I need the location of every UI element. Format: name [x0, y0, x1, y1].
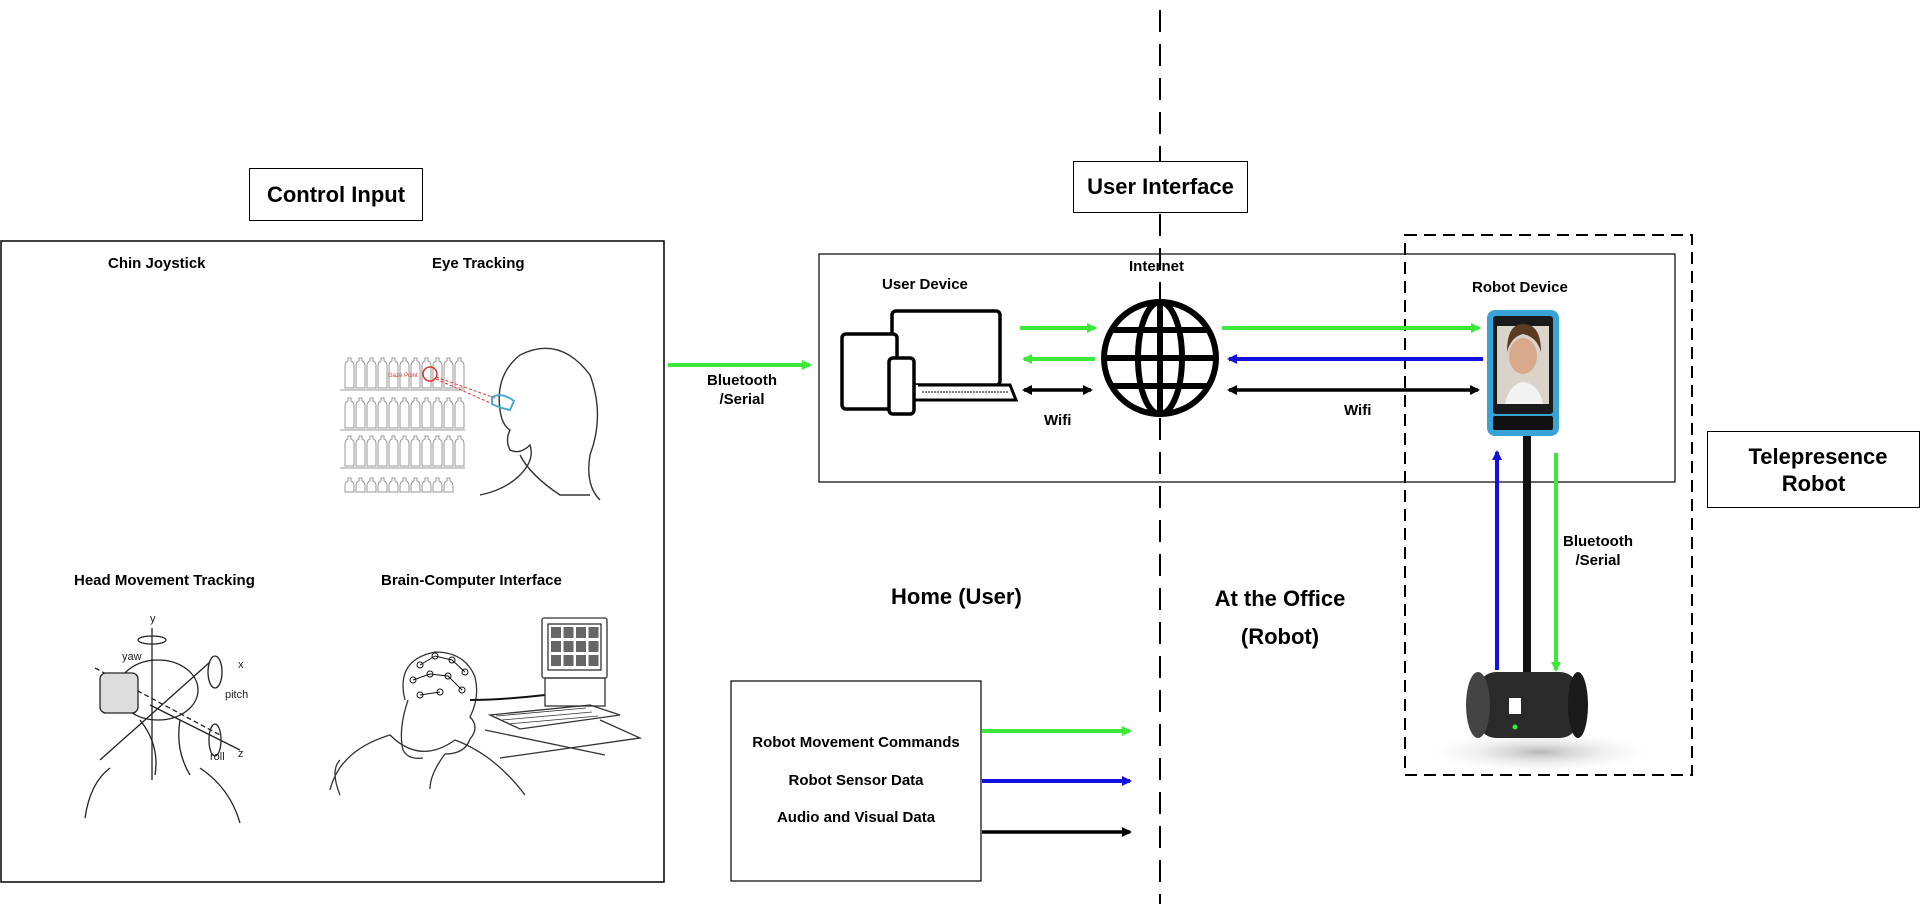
shelf-bottle-icon — [399, 435, 410, 467]
shelf-bottle-icon — [421, 435, 432, 467]
shelf-bottle-icon — [366, 435, 377, 467]
shelf-bottle-icon — [443, 357, 454, 389]
shelf-bottle-icon — [344, 435, 355, 467]
shelf-bottle-icon — [344, 477, 355, 493]
shelf-bottle-icon — [366, 357, 377, 389]
bci-screen-tile-icon — [588, 627, 599, 638]
gaze-point-label: Gaze Point — [388, 373, 418, 379]
shelf-bottle-icon — [399, 397, 410, 429]
shelf-bottle-icon — [443, 397, 454, 429]
telepresence-robot-title: Telepresence Robot — [1707, 431, 1920, 508]
axis-yaw-label: yaw — [122, 651, 142, 663]
shelf-bottle-icon — [432, 435, 443, 467]
robot-base-icon — [1420, 672, 1660, 774]
shelf-bottle-icon — [443, 435, 454, 467]
head-movement-label: Head Movement Tracking — [74, 572, 255, 589]
bci-screen-tile-icon — [563, 655, 574, 666]
shelf-bottle-icon — [443, 477, 454, 493]
chin-joystick-label: Chin Joystick — [108, 255, 206, 272]
bci-illustration — [329, 617, 643, 796]
user-interface-title: User Interface — [1073, 161, 1248, 213]
input-device-link-label: Bluetooth /Serial — [707, 372, 777, 408]
device-internet-link-label: Wifi — [1044, 412, 1072, 429]
user-interface-title-text: User Interface — [1087, 174, 1234, 199]
eye-tracking-illustration — [340, 347, 601, 501]
shelf-bottle-icon — [399, 477, 410, 493]
home-zone-label: Home (User) — [891, 584, 1022, 609]
control-input-panel — [0, 240, 665, 883]
shelf-bottle-icon — [355, 397, 366, 429]
control-input-title: Control Input — [249, 168, 423, 221]
shelf-bottle-icon — [410, 477, 421, 493]
shelf-bottle-icon — [432, 397, 443, 429]
shelf-bottle-icon — [432, 477, 443, 493]
shelf-bottle-icon — [355, 357, 366, 389]
remote-user-face-icon — [1509, 338, 1537, 374]
bci-screen-tile-icon — [551, 641, 561, 652]
user-device-icon — [840, 309, 1019, 416]
shelf-bottle-icon — [344, 397, 355, 429]
shelf-bottle-icon — [432, 357, 443, 389]
shelf-bottle-icon — [377, 477, 388, 493]
axis-pitch-label: pitch — [225, 689, 248, 701]
legend-av-label: Audio and Visual Data — [776, 809, 936, 826]
telepresence-robot-title-text: Telepresence Robot — [1748, 443, 1888, 496]
shelf-bottle-icon — [366, 477, 377, 493]
shelf-bottle-icon — [377, 397, 388, 429]
bci-screen-tile-icon — [588, 655, 599, 666]
bci-screen-tile-icon — [588, 641, 599, 652]
shelf-bottle-icon — [421, 397, 432, 429]
shelf-bottle-icon — [410, 357, 421, 389]
shelf-bottle-icon — [421, 357, 432, 389]
shelf-bottle-icon — [377, 435, 388, 467]
bci-screen-tile-icon — [563, 627, 574, 638]
shelf-bottle-icon — [388, 477, 399, 493]
control-input-title-text: Control Input — [266, 181, 406, 207]
robot-base-link-label: Bluetooth /Serial — [1563, 533, 1633, 569]
bci-screen-tile-icon — [551, 627, 561, 638]
legend-movement-label: Robot Movement Commands — [752, 734, 960, 751]
shelf-bottle-icon — [410, 397, 421, 429]
bci-label: Brain-Computer Interface — [381, 572, 562, 589]
legend-sensor-label: Robot Sensor Data — [788, 772, 924, 789]
shelf-bottle-icon — [388, 435, 399, 467]
shelf-bottle-icon — [410, 435, 421, 467]
shelf-bottle-icon — [355, 435, 366, 467]
axis-x-label: x — [238, 659, 244, 671]
bci-screen-tile-icon — [576, 641, 586, 652]
shelf-bottle-icon — [399, 357, 410, 389]
shelf-bottle-icon — [366, 397, 377, 429]
bci-screen-tile-icon — [551, 655, 561, 666]
telepresence-robot-boundary — [1404, 234, 1693, 776]
gaze-point-icon — [422, 366, 438, 382]
user-interface-panel — [818, 253, 1676, 483]
shelf-bottle-icon — [388, 357, 399, 389]
head-tracking-illustration — [84, 628, 241, 824]
shelf-bottle-icon — [454, 435, 465, 467]
user-device-label: User Device — [882, 276, 968, 293]
shelf-bottle-icon — [377, 357, 388, 389]
internet-label: Internet — [1129, 258, 1185, 275]
robot-pole — [1523, 436, 1531, 686]
shelf-bottle-icon — [344, 357, 355, 389]
internet-robot-link-label: Wifi — [1344, 402, 1372, 419]
bci-screen-tile-icon — [563, 641, 574, 652]
axis-z-label: z — [238, 748, 244, 760]
shelf-bottle-icon — [355, 477, 366, 493]
bci-screen-tile-icon — [576, 655, 586, 666]
robot-device-label: Robot Device — [1472, 279, 1568, 296]
axis-roll-label: roll — [210, 751, 225, 763]
robot-device-icon — [1487, 310, 1559, 436]
office-zone-label: At the Office (Robot) — [1214, 586, 1346, 649]
shelf-bottle-icon — [454, 397, 465, 429]
shelf-bottle-icon — [454, 357, 465, 389]
shelf-bottle-icon — [421, 477, 432, 493]
shelf-bottle-icon — [388, 397, 399, 429]
axis-y-label: y — [150, 613, 156, 625]
internet-globe-icon — [1101, 299, 1219, 417]
legend-box — [730, 680, 982, 882]
bci-screen-tile-icon — [576, 627, 586, 638]
eye-tracking-label: Eye Tracking — [432, 255, 525, 272]
